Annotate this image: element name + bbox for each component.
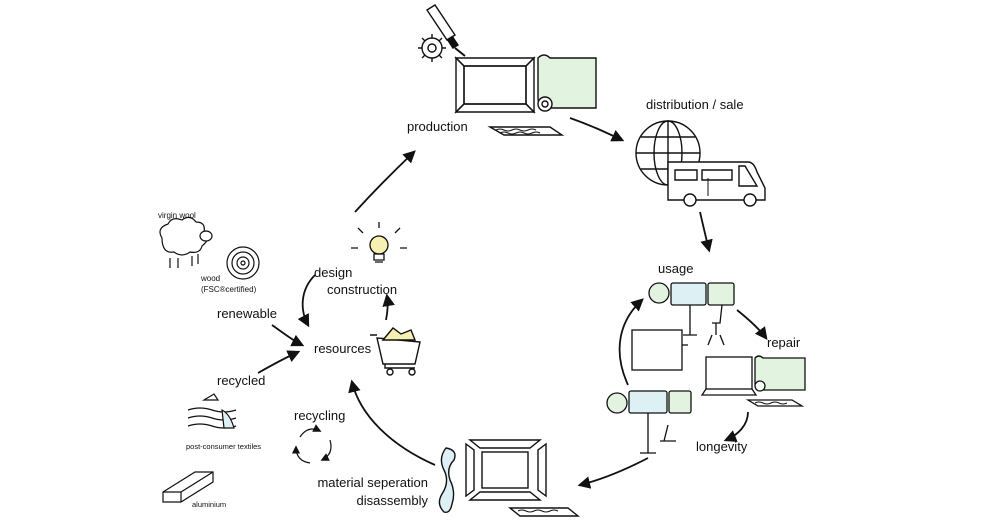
human-figure-icon [438, 447, 456, 514]
distribution-illustration [635, 120, 766, 207]
flow-arrows [257, 117, 768, 489]
label-disassembly: disassembly [356, 493, 428, 508]
arrow-repair-to-longevity [723, 411, 749, 442]
label-longevity: longevity [696, 439, 748, 454]
label-usage: usage [658, 261, 694, 276]
label-post-consumer-textiles: post-consumer textiles [186, 442, 262, 451]
repair-illustration [700, 355, 806, 407]
acoustic-panels-lower [606, 390, 692, 454]
shopping-cart-icon [370, 327, 421, 376]
wood-log-icon [226, 246, 260, 280]
sheep-icon [159, 216, 213, 268]
arrow-renewable-to-resources [271, 324, 305, 347]
label-wood: wood [201, 274, 221, 283]
frame-disassembled-icon [465, 439, 547, 501]
felt-pad-icon [487, 126, 565, 136]
arrow-usage-to-repair [736, 309, 768, 341]
production-illustration [418, 4, 597, 136]
usage-illustration [606, 282, 735, 454]
arrow-usage-to-disassembly [577, 457, 649, 489]
arrow-cart-to-design [382, 293, 395, 321]
gear-icon [418, 34, 446, 62]
aluminium-profile-icon [162, 471, 214, 503]
screwdriver-icon [426, 4, 466, 57]
arrow-production-to-distribution [569, 117, 625, 142]
label-design: design [314, 265, 353, 280]
sources-illustration [159, 216, 260, 503]
label-recycling: recycling [294, 408, 346, 423]
fabric-roll-icon [537, 54, 597, 112]
arrow-recycled-to-resources [257, 350, 301, 374]
arrow-longevity-to-usage [618, 298, 644, 386]
felt-pad-small-icon [745, 399, 805, 407]
label-construction: construction [327, 282, 398, 297]
felt-pad-bottom-icon [508, 507, 580, 517]
van-icon [667, 161, 766, 207]
recycling-icon [291, 424, 332, 464]
arrow-distribution-to-usage [699, 211, 713, 253]
label-aluminium: aluminium [192, 500, 227, 509]
frame-icon [454, 56, 536, 114]
textiles-icon [187, 393, 237, 429]
arrow-design-to-production [354, 150, 416, 213]
label-virgin-wool: virgin wool [158, 211, 196, 220]
label-production: production [407, 119, 468, 134]
acoustic-panels-upper [648, 282, 735, 346]
fabric-roll-small-icon [754, 355, 806, 392]
label-repair: repair [767, 335, 801, 350]
arrow-design-to-resources [297, 274, 316, 328]
label-resources: resources [314, 341, 372, 356]
label-fsc-certified: (FSC®certified) [201, 285, 257, 294]
frame-small-icon [700, 356, 758, 396]
wall-board-icon [631, 329, 688, 371]
arrow-disassembly-to-resources [348, 379, 436, 466]
label-material-separation: material seperation [317, 475, 428, 490]
label-distribution: distribution / sale [646, 97, 744, 112]
disassembly-illustration [438, 439, 580, 517]
label-renewable: renewable [217, 306, 277, 321]
label-recycled: recycled [217, 373, 266, 388]
lightbulb-icon [351, 222, 407, 263]
